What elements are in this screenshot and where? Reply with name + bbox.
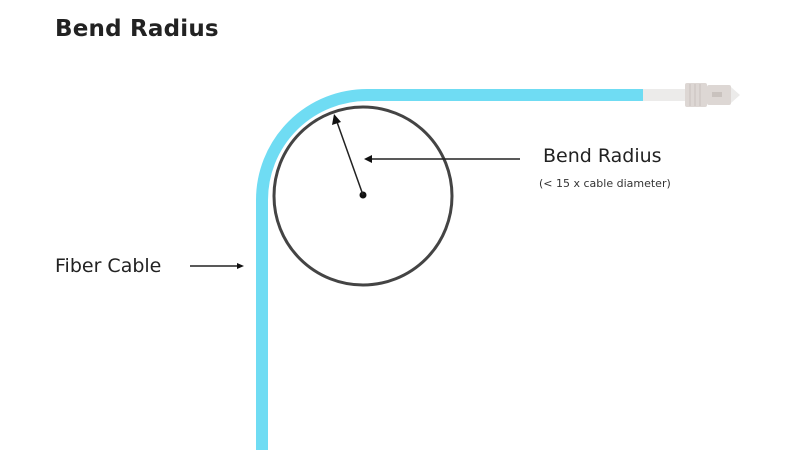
fiber-cable: [256, 89, 643, 450]
radius-arrow-icon: [332, 114, 341, 125]
bend-radius-label: Bend Radius: [543, 145, 662, 167]
fiber-cable-label: Fiber Cable: [55, 255, 162, 277]
pointer-arrow-icon: [364, 155, 372, 163]
connector-icon: [643, 83, 740, 107]
diagram-title: Bend Radius: [55, 16, 219, 42]
cable-arrow-icon: [237, 263, 244, 269]
bend-radius-note: (< 15 x cable diameter): [539, 177, 671, 190]
bend-circle: [272, 105, 454, 287]
